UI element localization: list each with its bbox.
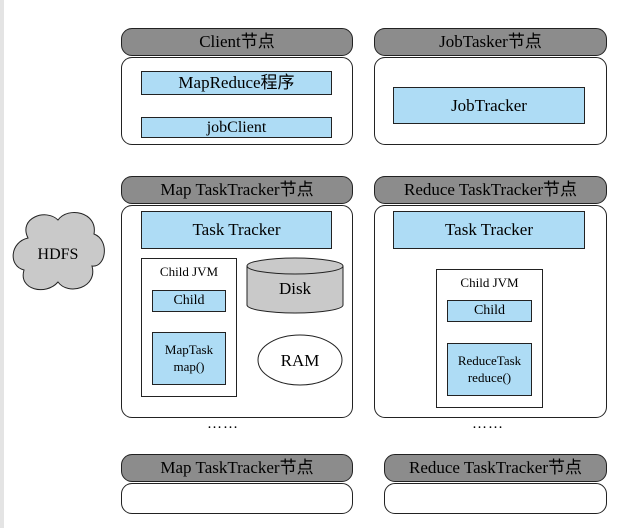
disk-label: Disk	[279, 279, 312, 298]
map-tasktracker-2-body	[121, 483, 353, 514]
reduce-function-label: reduce()	[467, 370, 512, 385]
jobclient-label: jobClient	[206, 119, 267, 136]
map-tasktracker-title: Map TaskTracker节点	[160, 180, 314, 199]
map-tasktracker-header: Map TaskTracker节点	[121, 176, 353, 204]
jobtracker-box: JobTracker	[393, 87, 585, 124]
jobtracker-node-title: JobTasker节点	[439, 32, 542, 51]
reducetask-label: ReduceTask	[457, 353, 522, 368]
disk-cylinder: Disk	[246, 257, 344, 314]
jobtracker-node-header: JobTasker节点	[374, 28, 607, 56]
reduce-task-tracker-label: Task Tracker	[444, 220, 534, 239]
left-edge-strip	[0, 0, 4, 528]
jobclient-box: jobClient	[141, 117, 332, 138]
client-node-title: Client节点	[199, 32, 275, 51]
maptask-label: MapTask	[164, 342, 214, 357]
mapreduce-program-box: MapReduce程序	[141, 71, 332, 95]
reduce-task-tracker-box: Task Tracker	[393, 211, 585, 249]
reduce-tasktracker-2-body	[384, 483, 607, 514]
map-task-tracker-box: Task Tracker	[141, 211, 332, 249]
reduce-ellipsis: ……	[472, 416, 504, 432]
map-ellipsis: ……	[207, 416, 239, 432]
reduce-tasktracker-2-header: Reduce TaskTracker节点	[384, 454, 607, 482]
maptask-box: MapTask map()	[152, 332, 226, 385]
ram-label: RAM	[281, 351, 320, 370]
mapreduce-program-label: MapReduce程序	[178, 73, 295, 92]
ram-shape	[257, 334, 343, 386]
hdfs-label: HDFS	[38, 246, 79, 263]
map-function-label: map()	[173, 359, 205, 374]
reducetask-box: ReduceTask reduce()	[447, 343, 532, 396]
map-tasktracker-2-title: Map TaskTracker节点	[160, 458, 314, 477]
reduce-child-jvm-label: Child JVM	[460, 275, 519, 290]
map-child-box: Child	[152, 290, 226, 312]
client-node-header: Client节点	[121, 28, 353, 56]
jobtracker-label: JobTracker	[451, 96, 527, 115]
map-task-tracker-label: Task Tracker	[192, 220, 281, 239]
map-tasktracker-2-header: Map TaskTracker节点	[121, 454, 353, 482]
reduce-tasktracker-2-title: Reduce TaskTracker节点	[408, 458, 583, 477]
reduce-tasktracker-header: Reduce TaskTracker节点	[374, 176, 607, 204]
hdfs-cloud: HDFS	[12, 212, 105, 291]
reduce-child-box: Child	[447, 300, 532, 322]
reduce-child-label: Child	[473, 303, 506, 318]
map-child-jvm-label: Child JVM	[159, 264, 219, 279]
reduce-tasktracker-title: Reduce TaskTracker节点	[403, 180, 578, 199]
disk-body	[246, 266, 344, 314]
hdfs-cloud-shape	[12, 212, 105, 291]
ram-ellipse: RAM	[257, 334, 343, 386]
map-child-label: Child	[173, 293, 205, 308]
disk-top	[246, 257, 344, 275]
